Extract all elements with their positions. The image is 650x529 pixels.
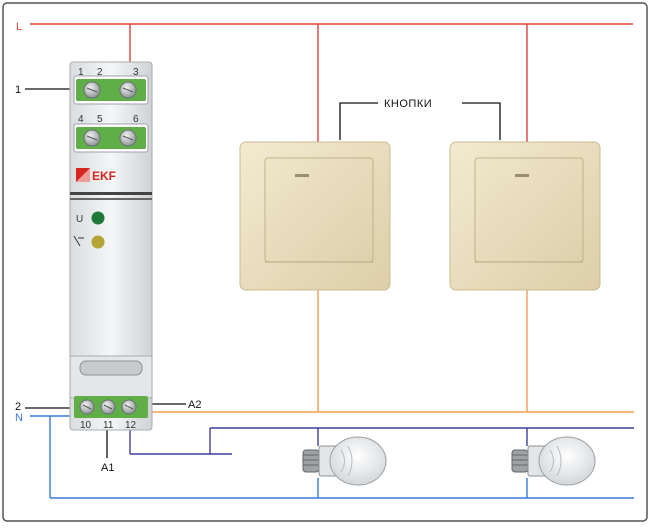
terminal-label-1: 1 <box>78 67 84 78</box>
callout-1-label: 1 <box>15 84 21 96</box>
impulse-relay <box>69 61 153 431</box>
led-yellow <box>91 235 105 249</box>
button-1-indicator <box>295 174 309 177</box>
callout-2-label: 2 <box>15 401 21 413</box>
frame-border <box>2 2 648 522</box>
terminal-label-4: 4 <box>78 114 84 125</box>
lamp-wires <box>129 420 634 455</box>
push-button-2 <box>449 141 601 291</box>
terminal-label-11: 11 <box>103 420 114 431</box>
callout-buttons-right <box>462 102 501 140</box>
terminal-label-3: 3 <box>133 67 139 78</box>
switch-wires <box>148 290 634 413</box>
phase-wires <box>30 23 633 142</box>
button-2-indicator <box>515 174 529 177</box>
lamp-2 <box>511 436 596 486</box>
neutral-wires <box>30 415 634 499</box>
callout-buttons-left <box>339 102 378 140</box>
buttons-label: КНОПКИ <box>384 98 432 110</box>
phase-label: L <box>16 21 22 33</box>
terminal-label-12: 12 <box>125 420 137 431</box>
callout-lines <box>25 88 501 458</box>
terminal-label-6: 6 <box>133 114 139 125</box>
led-green <box>91 211 105 225</box>
terminal-label-2: 2 <box>97 67 103 78</box>
terminal-label-10: 10 <box>80 420 92 431</box>
indicator-switch-icon <box>73 235 84 247</box>
callout-a1-label: A1 <box>101 462 114 474</box>
reset-button <box>79 360 143 376</box>
terminal-label-5: 5 <box>97 114 103 125</box>
callout-a2-label: A2 <box>188 399 201 411</box>
brand-logo: EKF <box>92 169 116 183</box>
neutral-label: N <box>15 412 23 424</box>
indicator-u-label: U <box>76 214 83 225</box>
push-button-1 <box>239 141 391 291</box>
relay-terminal-labels: 1 2 3 4 5 6 10 11 12 <box>78 67 139 431</box>
lamp-1 <box>302 436 387 486</box>
